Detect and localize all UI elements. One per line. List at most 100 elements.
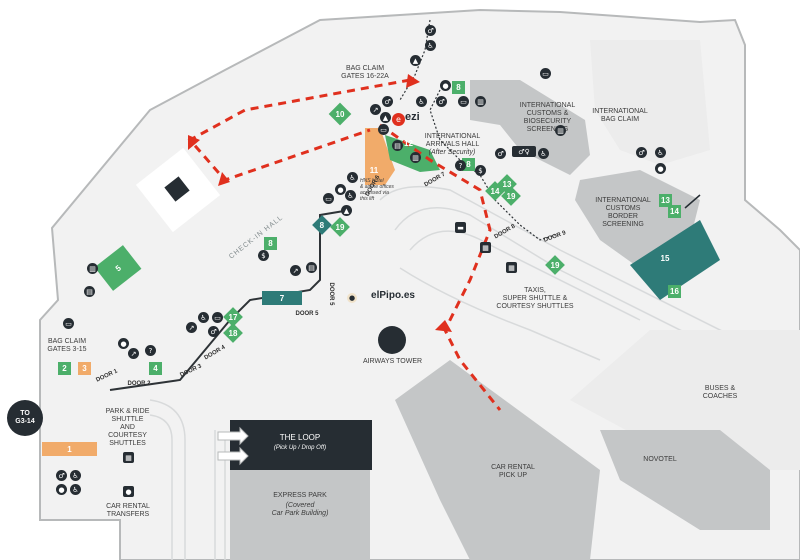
dollar-icon: $ xyxy=(475,165,486,176)
escalator-icon: ↗ xyxy=(290,265,301,276)
luggage-icon: ▭ xyxy=(212,312,223,323)
escalator-icon: ↗ xyxy=(128,348,139,359)
luggage-icon: ▭ xyxy=(378,124,389,135)
intl-bag-claim-block xyxy=(590,40,710,165)
escalator-icon: ↗ xyxy=(186,322,197,333)
lift-icon: ▲ xyxy=(380,112,391,123)
shop-icon: ▥ xyxy=(410,152,421,163)
novotel-area xyxy=(600,430,770,530)
road-arrow xyxy=(684,194,701,209)
ezi-logo-icon: e xyxy=(392,113,405,126)
car-rental-transfers-label: CAR RENTAL TRANSFERS xyxy=(106,503,150,518)
toilet-icon: ♂ xyxy=(495,148,506,159)
route-arrowhead xyxy=(188,135,200,150)
shop-icon: ▥ xyxy=(475,96,486,107)
accessible-icon: ♿ xyxy=(198,312,209,323)
intl-border-label: INTERNATIONAL CUSTOMS BORDER SCREENING xyxy=(595,197,651,228)
car-icon: ● xyxy=(123,486,134,497)
accessible-icon: ♿ xyxy=(347,172,358,183)
accessible-icon: ♿ xyxy=(538,148,549,159)
bag-claim-left-area xyxy=(42,320,97,440)
accessible-icon: ♿ xyxy=(416,96,427,107)
intl-customs-block xyxy=(470,80,590,175)
door-5a: DOOR 5 xyxy=(295,311,319,317)
marker-13b[interactable]: 13 xyxy=(659,194,672,207)
baby-change-icon: ● xyxy=(440,80,451,91)
shop-icon: ▥ xyxy=(87,263,98,274)
intl-customs-label: INTERNATIONAL CUSTOMS & BIOSECURITY SCRE… xyxy=(519,102,576,133)
taxi-icon: ▬ xyxy=(455,222,466,233)
toilet-icon: ♂ xyxy=(56,470,67,481)
toilet-icon: ♂ xyxy=(425,25,436,36)
luggage-icon: ▭ xyxy=(323,193,334,204)
road xyxy=(394,207,800,391)
taxis-label: TAXIS, SUPER SHUTTLE & COURTESY SHUTTLES xyxy=(496,287,574,310)
toilet-icon: ♂ xyxy=(436,96,447,107)
watermark: elPipo.es xyxy=(371,290,415,301)
marker-11[interactable]: 11 xyxy=(369,165,379,175)
accessible-icon: ♿ xyxy=(70,470,81,481)
marker-15[interactable]: 15 xyxy=(660,253,670,263)
toilet-icon: ♂ xyxy=(636,147,647,158)
after-security-label: (After Security) xyxy=(428,149,476,156)
route-arrowhead xyxy=(218,172,230,186)
to-g3-circle xyxy=(7,400,43,436)
info-icon: ? xyxy=(145,345,156,356)
ezi-logo: ezi xyxy=(405,111,420,123)
atm-icon: ▤ xyxy=(306,262,317,273)
marker-14b[interactable]: 14 xyxy=(668,205,681,218)
toilet-icon: ♂ xyxy=(382,96,393,107)
luggage-icon: ▭ xyxy=(540,68,551,79)
door-2: DOOR 2 xyxy=(127,381,151,387)
car-rental-pickup-label: CAR RENTAL PICK UP xyxy=(491,464,535,479)
intl-bag-claim-label: INTERNATIONAL BAG CLAIM xyxy=(592,108,648,123)
atm-icon: ▤ xyxy=(392,140,403,151)
marker-8a[interactable]: 8 xyxy=(264,237,277,250)
route-arrow xyxy=(379,123,502,411)
marker-16[interactable]: 16 xyxy=(668,285,681,298)
buses-coaches-label: BUSES & COACHES xyxy=(702,385,738,400)
arrivals-dotted xyxy=(429,89,556,241)
arrivals-zone-11 xyxy=(365,128,395,185)
route-arrowhead xyxy=(406,74,420,88)
accessible-icon: ♿ xyxy=(345,190,356,201)
bag-claim-top-label: BAG CLAIM GATES 16-22a xyxy=(341,65,389,80)
loop-arrow xyxy=(217,426,249,446)
atm-icon: ▤ xyxy=(84,286,95,297)
marker-7[interactable]: 7 xyxy=(262,291,302,305)
accessible-icon: ♿ xyxy=(70,484,81,495)
loop-arrow xyxy=(217,446,249,466)
bus-icon: ▦ xyxy=(480,242,491,253)
the-loop-subtitle: (Pick Up / Drop Off) xyxy=(273,445,327,451)
shop-icon: ▥ xyxy=(555,125,566,136)
marker-12[interactable]: 12 xyxy=(404,139,413,148)
baby-change-icon: ♂♀ xyxy=(512,146,536,157)
route-arrowhead xyxy=(435,320,452,332)
to-g3-label[interactable]: TO G3-14 xyxy=(15,410,35,425)
airways-tower-label: AIRWAYS TOWER xyxy=(362,358,423,365)
accessible-icon: ♿ xyxy=(655,147,666,158)
luggage-icon: ▭ xyxy=(63,318,74,329)
bus-icon: ▦ xyxy=(506,262,517,273)
buses-coaches-area xyxy=(570,330,800,470)
lift-icon: ▲ xyxy=(341,205,352,216)
marker-1[interactable]: 1 xyxy=(42,442,97,456)
dollar-icon: $ xyxy=(258,250,269,261)
marker-3[interactable]: 3 xyxy=(78,362,91,375)
airways-tower xyxy=(378,326,406,354)
baby-change-icon: ● xyxy=(655,163,666,174)
marker-4[interactable]: 4 xyxy=(149,362,162,375)
express-park-area xyxy=(230,470,370,560)
info-icon: ? xyxy=(455,160,466,171)
dog-logo-icon: ● xyxy=(347,293,357,303)
express-park-sub-label: (Covered Car Park Building) xyxy=(271,502,329,517)
the-loop-title: THE LOOP xyxy=(279,433,321,442)
zone-15 xyxy=(630,220,720,300)
park-ride-label: PARK & RIDE SHUTTLE AND COURTESY SHUTTLE… xyxy=(105,408,150,447)
marker-8c[interactable]: 8 xyxy=(452,81,465,94)
road xyxy=(149,414,173,560)
marker-2[interactable]: 2 xyxy=(58,362,71,375)
bag-claim-left-label: BAG CLAIM GATES 3-15 xyxy=(47,338,87,353)
